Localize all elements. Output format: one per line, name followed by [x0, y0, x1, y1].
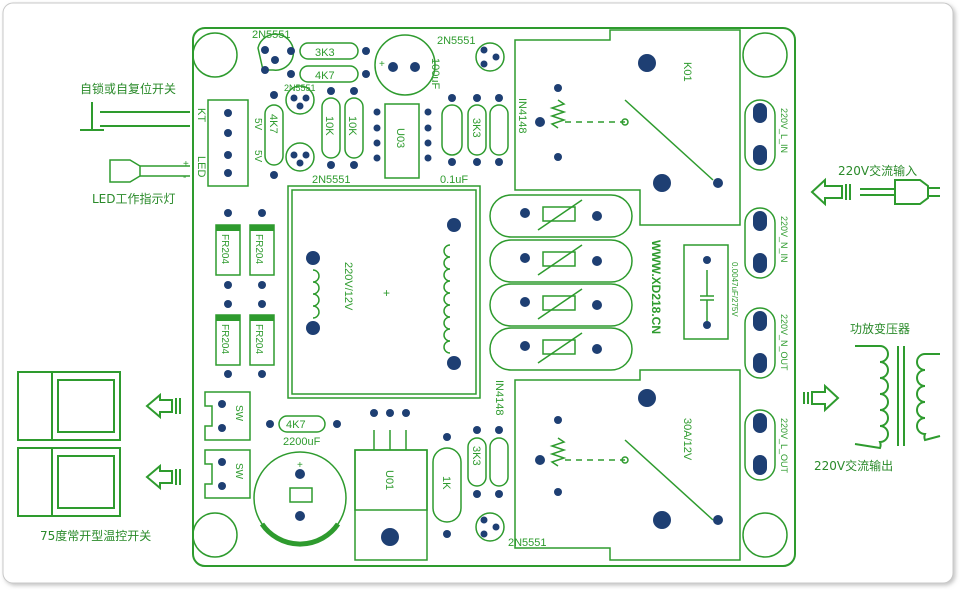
transistor-outline	[475, 42, 505, 72]
label-transformer: 220V/12V	[342, 262, 354, 311]
board-outline	[192, 27, 796, 567]
terminal-label-l-out: 220V_L_OUT	[779, 418, 789, 474]
fr204-label: FR204	[219, 324, 230, 354]
resistor-outline	[278, 415, 326, 433]
switch-symbol	[80, 102, 190, 131]
diode-outline	[489, 104, 509, 156]
label-2n5551: 2N5551	[284, 83, 316, 93]
thermostat-symbols	[17, 371, 181, 517]
label-led: LED	[195, 156, 207, 177]
sw-connectors	[204, 391, 251, 499]
ac-input-label: 220V交流输入	[838, 164, 918, 178]
label-3k3: 3K3	[470, 446, 482, 466]
label-in4148: IN4148	[493, 380, 505, 415]
resistor-outline	[299, 65, 359, 83]
x-capacitor	[683, 244, 729, 340]
resistor-outline	[467, 104, 487, 156]
label-5v: 5V	[252, 150, 263, 163]
led-indicator-label: LED工作指示灯	[92, 192, 176, 206]
diode-outline	[489, 437, 509, 487]
x-cap-label: 0.0047uF/275V	[730, 262, 739, 317]
label-100uf: 100uF	[429, 58, 441, 89]
pads-top	[224, 46, 503, 179]
label-10k: 10K	[346, 116, 358, 136]
label-kt: KT	[195, 108, 207, 122]
external-transformer-symbol	[803, 345, 941, 450]
label-5v: 5V	[252, 118, 263, 131]
website-text: WWW.XD218.CN	[649, 240, 663, 334]
label-0.1uf: 0.1uF	[440, 174, 468, 186]
transistor-outline	[285, 85, 315, 115]
ic-outline	[384, 103, 420, 179]
image-frame	[2, 2, 954, 584]
relay-bottom	[514, 369, 741, 561]
sw-label: SW	[233, 405, 244, 422]
amp-transformer-label: 功放变压器	[850, 322, 911, 336]
transformer	[287, 185, 481, 399]
label-4k7: 4K7	[267, 114, 279, 134]
resistor-outline	[344, 97, 364, 159]
ac-output-label: 220V交流输出	[814, 459, 894, 473]
relay-top	[514, 29, 741, 226]
regulator-u01	[354, 430, 428, 561]
capacitor-polarity-mark	[259, 522, 341, 547]
label-cap-plus: +	[379, 59, 385, 70]
label-led-minus: -	[183, 172, 186, 183]
thermostat-label: 75度常开型温控开关	[40, 529, 152, 543]
terminals	[744, 99, 776, 481]
label-u01: U01	[383, 470, 395, 490]
label-cap-plus: +	[297, 460, 303, 471]
label-3k3: 3K3	[315, 47, 335, 59]
label-2n5551: 2N5551	[437, 35, 476, 47]
mounting-holes	[192, 32, 788, 558]
resistor-outline	[432, 447, 462, 523]
label-1k: 1K	[440, 476, 452, 490]
terminal-label-n-in: 220V_N_IN	[779, 216, 789, 263]
resistor-outline	[467, 437, 487, 487]
label-2n5551: 2N5551	[312, 174, 351, 186]
label-k01: K01	[681, 62, 693, 82]
capacitor-outline	[441, 104, 463, 156]
label-2n5551: 2N5551	[508, 537, 547, 549]
label-in4148: IN4148	[516, 98, 528, 133]
fr204-label: FR204	[219, 234, 230, 264]
sw-label: SW	[233, 463, 244, 480]
resistor-outline	[299, 42, 359, 60]
label-4k7: 4K7	[315, 70, 335, 82]
label-4k7: 4K7	[286, 419, 306, 431]
fr204-label: FR204	[253, 324, 264, 354]
switch-label: 自锁或自复位开关	[80, 82, 177, 96]
resistor-outline	[321, 97, 341, 159]
label-2n5551: 2N5551	[252, 29, 291, 41]
label-u03: U03	[394, 128, 406, 148]
capacitor-outline	[374, 34, 436, 96]
label-led-plus: +	[183, 159, 189, 170]
label-2200uf: 2200uF	[283, 436, 321, 448]
ac-input-symbol	[810, 177, 940, 207]
capacitor-body	[289, 487, 313, 503]
transistor-outline	[285, 142, 315, 172]
connector-outline	[207, 99, 249, 187]
terminal-label-l-in: 220V_L_IN	[779, 108, 789, 153]
varistors	[489, 194, 633, 371]
transformer-plus: +	[383, 286, 390, 300]
fr204-label: FR204	[253, 234, 264, 264]
terminal-label-n-out: 220V_N_OUT	[779, 314, 789, 371]
label-3k3: 3K3	[470, 118, 482, 138]
label-10k: 10K	[323, 116, 335, 136]
led-symbol	[109, 159, 190, 183]
transistor-outline	[257, 33, 295, 71]
transistor-outline	[475, 512, 505, 542]
resistor-outline	[264, 104, 284, 166]
label-relay-rating: 30A/12V	[681, 418, 693, 461]
